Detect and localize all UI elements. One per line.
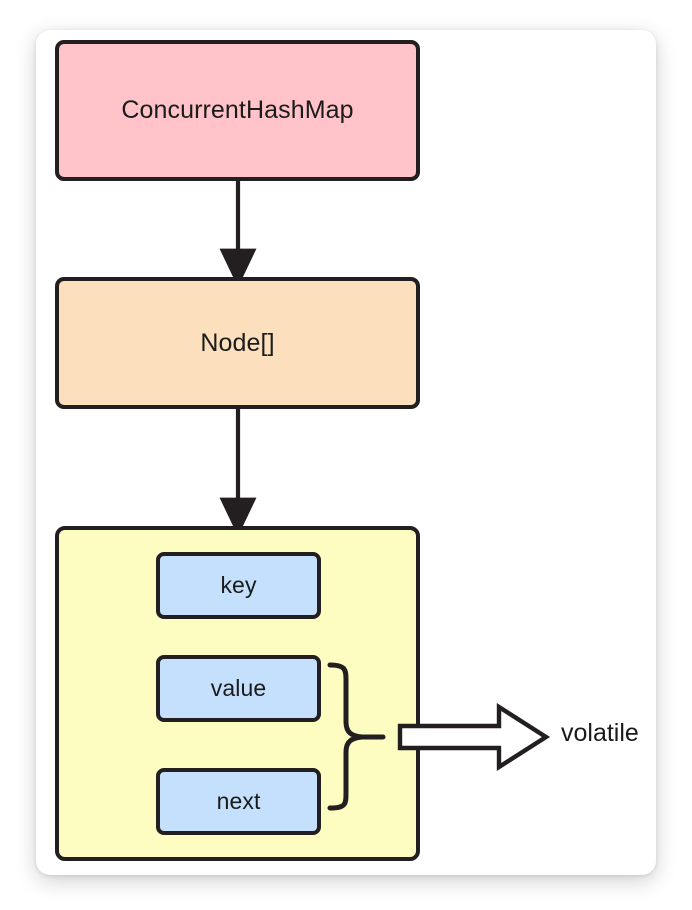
node-label-field-key: key <box>220 572 257 598</box>
node-label-node-array: Node[] <box>200 328 275 357</box>
node-label-concurrent-hash-map: ConcurrentHashMap <box>121 96 354 124</box>
node-field-value[interactable]: value <box>156 655 321 722</box>
node-field-key[interactable]: key <box>156 552 321 619</box>
node-field-next[interactable]: next <box>156 768 321 835</box>
node-node-array[interactable]: Node[] <box>55 277 420 409</box>
node-label-field-value: value <box>210 675 267 701</box>
volatile-label: volatile <box>561 719 639 747</box>
node-label-field-next: next <box>216 788 261 814</box>
node-concurrent-hash-map[interactable]: ConcurrentHashMap <box>55 40 420 181</box>
